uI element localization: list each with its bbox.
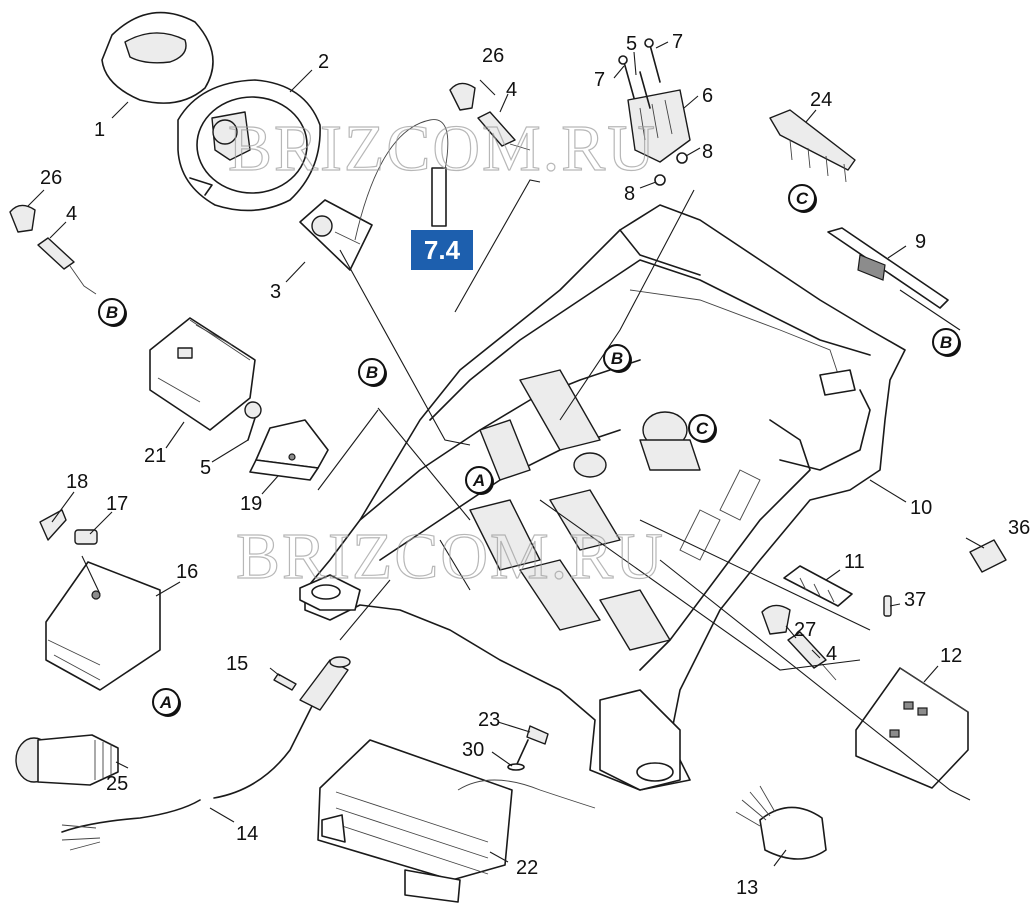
ref-letter: B xyxy=(940,333,952,352)
part-23-screw xyxy=(516,725,549,765)
part-number-label: 7 xyxy=(594,69,605,91)
part-number-label: 24 xyxy=(810,89,832,111)
ref-letter: A xyxy=(472,471,485,490)
part-number-label: 12 xyxy=(940,645,962,667)
part-7-screws xyxy=(618,38,661,109)
ref-letter: C xyxy=(796,189,809,208)
part-number-label: 26 xyxy=(482,45,504,67)
part-number-label: 19 xyxy=(240,493,262,515)
probe-7-4 xyxy=(354,119,449,241)
part-21-contactor xyxy=(149,317,256,431)
part-12-relay-box xyxy=(855,667,969,789)
part-2-dial-housing xyxy=(177,79,321,212)
part-14-cable xyxy=(61,656,351,851)
ref-marker-b: B xyxy=(358,358,387,387)
ref-letter: A xyxy=(159,693,172,712)
part-number-label: 8 xyxy=(702,141,713,163)
part-number-label: 18 xyxy=(66,471,88,493)
ref-letter: B xyxy=(366,363,378,382)
part-number-label: 27 xyxy=(794,619,816,641)
part-number-label: 4 xyxy=(66,203,77,225)
part-number-label: 25 xyxy=(106,773,128,795)
section-badge-text: 7.4 xyxy=(424,235,461,265)
ref-letter: B xyxy=(106,303,118,322)
section-badge: 7.4 xyxy=(411,230,473,270)
part-number-label: 26 xyxy=(40,167,62,189)
part-number-label: 3 xyxy=(270,281,281,303)
part-37-pin xyxy=(883,595,892,617)
part-25-plug xyxy=(15,734,119,786)
part-26-cap-left xyxy=(9,204,36,233)
part-number-label: 9 xyxy=(915,231,926,253)
part-number-label: 7 xyxy=(672,31,683,53)
part-16-module xyxy=(45,561,161,691)
ref-letter: C xyxy=(696,419,709,438)
part-number-label: 30 xyxy=(462,739,484,761)
part-27-cap xyxy=(761,604,791,635)
leader-lines xyxy=(27,41,985,867)
part-number-label: 10 xyxy=(910,497,932,519)
part-18-clamp xyxy=(39,509,67,541)
part-3-potentiometer xyxy=(299,199,373,271)
part-number-label: 8 xyxy=(624,183,635,205)
part-number-label: 21 xyxy=(144,445,166,467)
ref-marker-a: A xyxy=(465,466,494,495)
part-number-label: 4 xyxy=(826,643,837,665)
part-number-label: 5 xyxy=(200,457,211,479)
part-number-label: 37 xyxy=(904,589,926,611)
main-housing xyxy=(299,204,906,791)
part-number-label: 36 xyxy=(1008,517,1030,539)
part-number-label: 16 xyxy=(176,561,198,583)
part-number-label: 17 xyxy=(106,493,128,515)
part-numbers: 1 2 3 4 4 4 5 5 6 7 7 8 8 9 10 11 12 13 … xyxy=(40,31,1030,899)
part-number-label: 11 xyxy=(844,551,865,573)
watermark-middle: BRIZCOM.RU xyxy=(236,520,665,593)
ref-marker-a: A xyxy=(152,688,181,717)
ref-marker-b: B xyxy=(932,328,961,357)
ref-letter: B xyxy=(611,349,623,368)
part-13-capacitor xyxy=(735,785,827,860)
ref-marker-b: B xyxy=(98,298,127,327)
part-4-sensor-right xyxy=(787,631,837,681)
part-number-label: 15 xyxy=(226,653,248,675)
part-22-transformer xyxy=(317,739,513,903)
part-1-knob xyxy=(101,11,214,104)
reference-markers: A A B B B B C xyxy=(98,184,961,717)
part-4-sensor-top xyxy=(477,111,531,151)
ref-marker-c: C xyxy=(688,414,717,443)
part-number-label: 23 xyxy=(478,709,500,731)
ref-marker-c: C xyxy=(788,184,817,213)
part-number-label: 4 xyxy=(506,79,517,101)
part-26-cap-top xyxy=(449,82,476,111)
ref-marker-b: B xyxy=(603,344,632,373)
part-24-connector-strip xyxy=(769,109,856,183)
part-number-label: 6 xyxy=(702,85,713,107)
part-15-pin xyxy=(273,673,297,691)
part-9-board xyxy=(827,227,949,309)
part-36-connector xyxy=(969,539,1007,573)
part-19-bracket xyxy=(249,419,329,481)
part-number-label: 2 xyxy=(318,51,329,73)
part-number-label: 14 xyxy=(236,823,258,845)
part-17-plug xyxy=(74,529,98,545)
part-number-label: 5 xyxy=(626,33,637,55)
part-6-terminal-block xyxy=(627,89,691,163)
part-number-label: 13 xyxy=(736,877,758,899)
transformer-wire xyxy=(457,779,596,809)
part-8-washers xyxy=(654,152,688,186)
part-number-label: 22 xyxy=(516,857,538,879)
part-5-screw xyxy=(244,401,262,441)
part-4-sensor-left xyxy=(37,237,97,295)
part-number-label: 1 xyxy=(94,119,105,141)
part-11-terminal-strip xyxy=(783,565,853,607)
watermark-top: BRIZCOM.RU xyxy=(228,112,657,185)
